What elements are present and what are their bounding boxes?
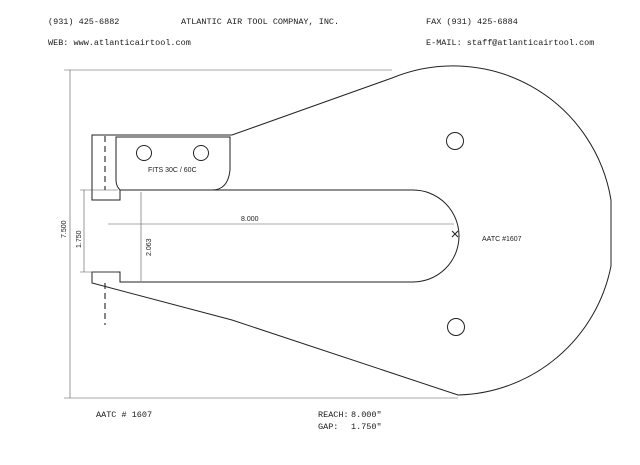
reach-label: REACH: [318,410,349,420]
dim-reach-value: 8.000 [241,216,259,223]
phone-number: (931) 425-6882 [48,17,120,27]
mount-hole-left [136,145,152,161]
clamp-plate [115,136,231,191]
footer-part-number: AATC # 1607 [96,410,153,420]
part-label: AATC #1607 [482,236,522,243]
gap-label: GAP: [318,422,339,432]
mount-hole-right [193,145,209,161]
body-hole-bottom [447,318,465,336]
tip-marker [451,230,459,238]
dim-overall-value: 7.500 [61,220,68,238]
website[interactable]: WEB: www.atlanticairtool.com [48,38,191,48]
reach-value: 8.000" [351,410,382,420]
part-outline [91,65,612,396]
body-hole-top [446,132,464,150]
dim-throat-value: 2.063 [146,238,153,256]
company-name: ATLANTIC AIR TOOL COMPNAY, INC. [181,17,340,27]
fax-number: FAX (931) 425-6884 [426,17,518,27]
email-address[interactable]: E-MAIL: staff@atlanticairtool.com [426,38,595,48]
gap-value: 1.750" [351,422,382,432]
fits-label: FITS 30C / 60C [148,167,197,174]
dim-gap-value: 1.750 [76,230,83,248]
